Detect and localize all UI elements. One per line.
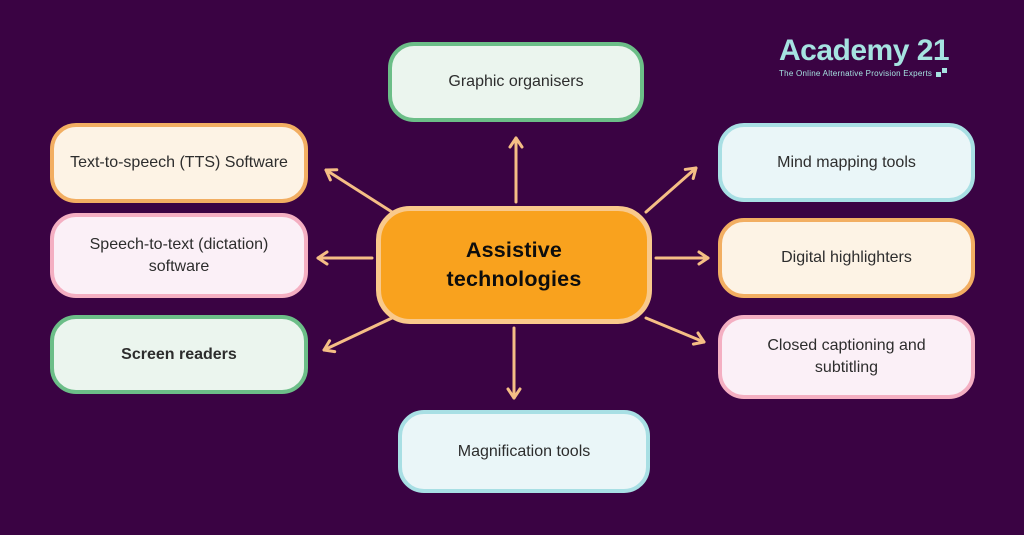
logo-tagline: The Online Alternative Provision Experts (779, 67, 979, 78)
logo-tagline-text: The Online Alternative Provision Experts (779, 69, 933, 78)
node-label: Magnification tools (457, 442, 591, 460)
node-digital-highlighters: Digital highlighters (718, 218, 975, 298)
node-label: Digital highlighters (781, 249, 912, 267)
node-closed-captioning: Closed captioning and subtitling (718, 315, 975, 399)
logo-mark-icon (942, 67, 948, 73)
node-magnification-tools: Magnification tools (398, 410, 650, 493)
node-graphic-organisers: Graphic organisers (388, 42, 644, 122)
logo-mark-icon (936, 71, 942, 77)
center-node-assistive-technologies: Assistive technologies (376, 206, 652, 324)
logo-wordmark: Academy 21 (779, 34, 950, 67)
node-speech-to-text: Speech-to-text (dictation) software (50, 213, 308, 298)
node-mind-mapping-tools: Mind mapping tools (718, 123, 975, 202)
node-label: Mind mapping tools (777, 153, 916, 171)
node-label: Speech-to-text (dictation) software (89, 235, 269, 275)
arrow-up-left (324, 168, 394, 214)
arrow-up-right (644, 166, 698, 214)
arrow-down-right (644, 316, 706, 346)
logo: Academy 21 The Online Alternative Provis… (779, 36, 979, 78)
node-label: Graphic organisers (448, 73, 584, 91)
node-label: Screen readers (121, 345, 237, 363)
node-screen-readers: Screen readers (50, 315, 308, 394)
arrow-down-left (322, 316, 394, 354)
node-label: Closed captioning and subtitling (767, 337, 926, 376)
node-text-to-speech: Text-to-speech (TTS) Software (50, 123, 308, 203)
center-node-label: Assistive technologies (446, 237, 582, 291)
node-label: Text-to-speech (TTS) Software (70, 154, 288, 172)
